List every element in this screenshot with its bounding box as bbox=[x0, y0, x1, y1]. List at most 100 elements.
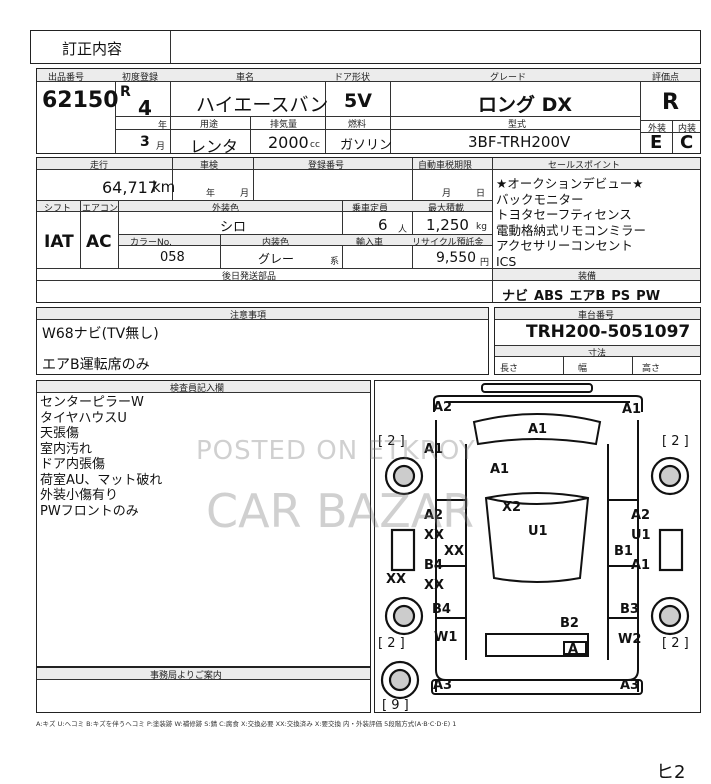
damage-code-hood: A1 bbox=[490, 462, 510, 477]
score-value: R bbox=[662, 90, 679, 115]
chassis-label: 車台番号 bbox=[578, 311, 615, 321]
damage-code-left-quarter: B4 bbox=[432, 602, 451, 617]
max-load-value: 1,250 bbox=[426, 216, 469, 234]
tax-period-label: 自動車税期限 bbox=[418, 161, 473, 171]
damage-code-rear-right: A3 bbox=[620, 678, 640, 693]
mileage-unit: km bbox=[152, 178, 176, 196]
sales-point-item: ★オークションデビュー★ bbox=[496, 176, 644, 191]
max-load-unit: kg bbox=[476, 222, 487, 232]
color-no-value: 058 bbox=[160, 250, 185, 265]
damage-code-front-right-bumper: A1 bbox=[622, 402, 642, 417]
detail-block bbox=[36, 157, 701, 303]
notes-block bbox=[36, 307, 489, 375]
fuel-label: 燃料 bbox=[348, 120, 367, 130]
correction-box bbox=[30, 30, 701, 64]
mileage-label: 走行 bbox=[90, 161, 109, 171]
door-type: 5V bbox=[344, 90, 372, 112]
inspector-note: タイヤハウスU bbox=[40, 410, 127, 426]
post-docs-label: 後日発送部品 bbox=[222, 272, 277, 282]
inspector-note: 天張傷 bbox=[40, 426, 80, 441]
displacement-unit: cc bbox=[310, 140, 320, 150]
grade-label: グレード bbox=[490, 73, 527, 83]
chassis-number: TRH200-5051097 bbox=[526, 322, 691, 342]
damage-code-right-rdoor: A1 bbox=[631, 558, 651, 573]
notes-label: 注意事項 bbox=[230, 311, 267, 321]
inspector-note: センターピラーW bbox=[40, 395, 144, 410]
damage-code-rear-left: A3 bbox=[433, 678, 453, 693]
equipment-item: ナビ bbox=[502, 289, 529, 304]
dimensions-label: 寸法 bbox=[588, 349, 607, 359]
corner-scribble: ヒ2 bbox=[656, 762, 686, 783]
car-name: ハイエースバン bbox=[196, 94, 329, 116]
equipment-item: PW bbox=[636, 289, 661, 304]
import-label: 輸入車 bbox=[356, 238, 384, 248]
ext-color-label: 外装色 bbox=[212, 204, 240, 214]
chassis-block bbox=[494, 307, 701, 375]
int-color-value: グレー bbox=[258, 252, 295, 266]
inspector-note: 荷室AU、マット破れ bbox=[40, 472, 163, 488]
sales-point-item: ICS bbox=[496, 253, 517, 269]
bracket-rear-left: [ 2 ] bbox=[378, 636, 405, 651]
bracket-front-left: [ 2 ] bbox=[378, 434, 405, 449]
inspector-label: 検査員記入欄 bbox=[170, 384, 225, 394]
first-reg-year-unit: 年 bbox=[158, 121, 168, 131]
damage-code-left-rdoor-xx: XX bbox=[424, 578, 445, 593]
tax-month-unit: 月 bbox=[442, 189, 452, 199]
first-reg-month: 3 bbox=[140, 134, 150, 150]
model-value: 3BF-TRH200V bbox=[468, 133, 571, 151]
tax-day-unit: 日 bbox=[476, 189, 486, 199]
first-reg-label: 初度登録 bbox=[122, 73, 159, 83]
damage-code-left-fdoor: A2 bbox=[424, 508, 444, 523]
sales-point-item: バックモニター bbox=[496, 191, 584, 207]
grade-value: ロング DX bbox=[478, 94, 573, 116]
damage-code-right-fdoor: A2 bbox=[631, 508, 651, 523]
damage-code-windshield: A1 bbox=[528, 422, 548, 437]
damage-code-left-rdoor: B4 bbox=[424, 558, 443, 573]
score-label: 評価点 bbox=[652, 73, 680, 83]
damage-code-right-rear-wheel: W2 bbox=[618, 632, 642, 647]
first-reg-month-unit: 月 bbox=[156, 142, 166, 152]
int-color-label: 内装色 bbox=[262, 238, 290, 248]
usage-value: レンタ bbox=[190, 137, 239, 156]
correction-label: 訂正内容 bbox=[62, 40, 123, 58]
displacement-value: 2000 bbox=[268, 133, 309, 152]
damage-code-roof-front: X2 bbox=[502, 500, 522, 515]
ext-color-value: シロ bbox=[220, 220, 247, 235]
recycle-label: リサイクル預託金 bbox=[412, 238, 484, 248]
bracket-rear-right: [ 2 ] bbox=[662, 636, 689, 651]
office-block bbox=[36, 667, 371, 713]
sales-point-item: トヨタセーフティセンス bbox=[496, 207, 632, 222]
inspection-label: 車検 bbox=[200, 161, 219, 171]
notes-line-1: W68ナビ(TV無し) bbox=[42, 326, 159, 342]
damage-diagram-block bbox=[374, 380, 701, 713]
inspector-note: 室内汚れ bbox=[40, 441, 93, 457]
int-color-unit: 系 bbox=[330, 257, 340, 267]
car-name-label: 車名 bbox=[236, 73, 255, 83]
legend: A:キズ U:ヘコミ B:キズを伴うヘコミ P:塗装跡 W:補修跡 S:錆 C:… bbox=[36, 720, 457, 728]
damage-code-right-pillar: B1 bbox=[614, 544, 633, 559]
shift-label: シフト bbox=[44, 204, 72, 214]
exterior-grade: E bbox=[650, 132, 663, 153]
recycle-value: 9,550 bbox=[436, 250, 477, 266]
max-load-label: 最大積載 bbox=[428, 204, 465, 214]
equipment-item: PS bbox=[611, 289, 631, 304]
inspection-month-unit: 月 bbox=[240, 189, 250, 199]
dim-height-label: 高さ bbox=[642, 364, 661, 374]
color-no-label: カラーNo. bbox=[130, 238, 172, 248]
bracket-spare: [ 9 ] bbox=[382, 698, 409, 713]
shift-value: IAT bbox=[44, 232, 74, 252]
damage-code-rear-bumper: A bbox=[568, 642, 579, 657]
correction-divider bbox=[170, 31, 171, 63]
sales-point-item: アクセサリーコンセント bbox=[496, 238, 633, 253]
capacity-value: 6 bbox=[378, 216, 388, 234]
damage-code-right-fdoor-u: U1 bbox=[631, 528, 651, 543]
damage-code-tailgate: B2 bbox=[560, 616, 579, 631]
interior-grade-label: 内装 bbox=[678, 124, 697, 134]
sales-points-list: ★オークションデビュー★バックモニタートヨタセーフティセンス電動格納式リモコンミ… bbox=[496, 176, 700, 269]
damage-code-left-fdoor-xx: XX bbox=[424, 528, 445, 543]
vehicle-info-block bbox=[36, 68, 701, 154]
first-reg-year: 4 bbox=[138, 96, 152, 120]
interior-grade: C bbox=[680, 132, 694, 153]
capacity-label: 乗車定員 bbox=[352, 204, 389, 214]
